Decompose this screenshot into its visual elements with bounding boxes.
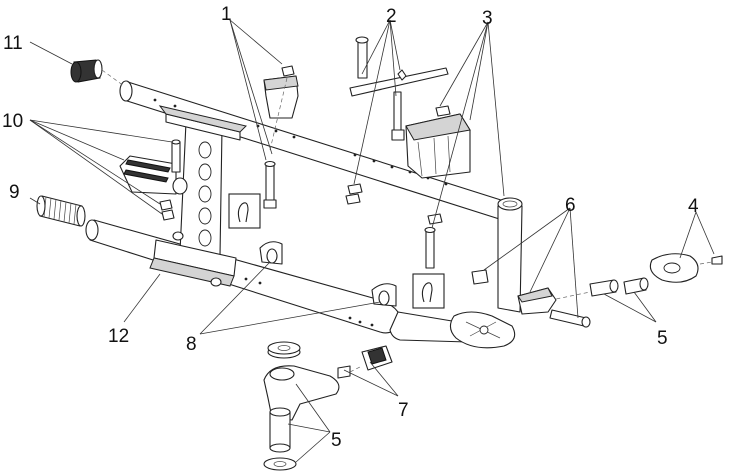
bushing-part-7 xyxy=(337,345,393,379)
callout-5-bottom: 5 xyxy=(331,430,342,451)
bracket-part-6 xyxy=(471,269,591,328)
callout-12: 12 xyxy=(108,326,129,347)
leader-lines xyxy=(29,19,715,463)
callout-6: 6 xyxy=(565,195,576,216)
holder-part-3 xyxy=(405,105,471,269)
frame-assembly xyxy=(85,80,523,349)
end-cap-part-11 xyxy=(70,59,125,87)
caster-housing xyxy=(449,311,516,349)
caster-fork-part-5-bottom xyxy=(263,341,340,471)
callout-9: 9 xyxy=(9,182,20,203)
spring-pin-boxes xyxy=(228,193,445,309)
cross-plate xyxy=(158,105,247,257)
callout-3: 3 xyxy=(482,8,493,29)
callout-8: 8 xyxy=(186,334,197,355)
callout-7: 7 xyxy=(398,400,409,421)
clamp-part-1 xyxy=(263,65,299,209)
axle-bolts-part-5-right xyxy=(521,277,649,307)
cap-part-4 xyxy=(649,253,723,283)
callout-4: 4 xyxy=(688,196,699,217)
footrest-part-10 xyxy=(119,139,188,221)
callout-2: 2 xyxy=(386,6,397,27)
callout-labels: 1 2 3 4 5 5 6 7 8 9 10 11 12 xyxy=(2,4,699,451)
callout-10: 10 xyxy=(2,111,23,132)
callout-11: 11 xyxy=(3,33,23,54)
lower-clamp xyxy=(149,231,237,287)
upper-tube xyxy=(119,80,521,225)
front-post xyxy=(497,197,523,313)
callout-1: 1 xyxy=(221,4,232,25)
lower-tube xyxy=(85,219,471,343)
grip-part-9 xyxy=(36,195,86,227)
callout-5-right: 5 xyxy=(657,328,668,349)
clips-part-8 xyxy=(259,241,397,307)
